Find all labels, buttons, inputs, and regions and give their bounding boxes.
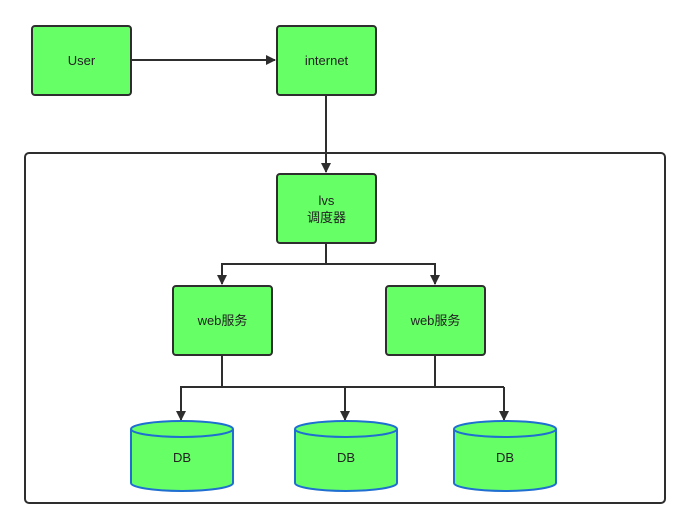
database-icon — [294, 420, 398, 492]
user-label: User — [67, 53, 96, 68]
db-node-1: DB — [130, 420, 234, 492]
web-service-label-2: web服务 — [410, 313, 461, 328]
internet-node: internet — [276, 25, 377, 96]
lvs-label: lvs — [318, 192, 335, 208]
server-cluster-boundary — [24, 152, 666, 504]
db-label-3: DB — [495, 450, 515, 465]
db-node-3: DB — [453, 420, 557, 492]
web-service-label-1: web服务 — [197, 313, 248, 328]
internet-label: internet — [304, 53, 349, 68]
database-icon — [453, 420, 557, 492]
database-icon — [130, 420, 234, 492]
user-node: User — [31, 25, 132, 96]
db-label-1: DB — [172, 450, 192, 465]
scheduler-label: 调度器 — [306, 209, 346, 225]
web-service-node-2: web服务 — [385, 285, 486, 356]
web-service-node-1: web服务 — [172, 285, 273, 356]
db-label-2: DB — [336, 450, 356, 465]
lvs-scheduler-node: lvs 调度器 — [276, 173, 377, 244]
db-node-2: DB — [294, 420, 398, 492]
